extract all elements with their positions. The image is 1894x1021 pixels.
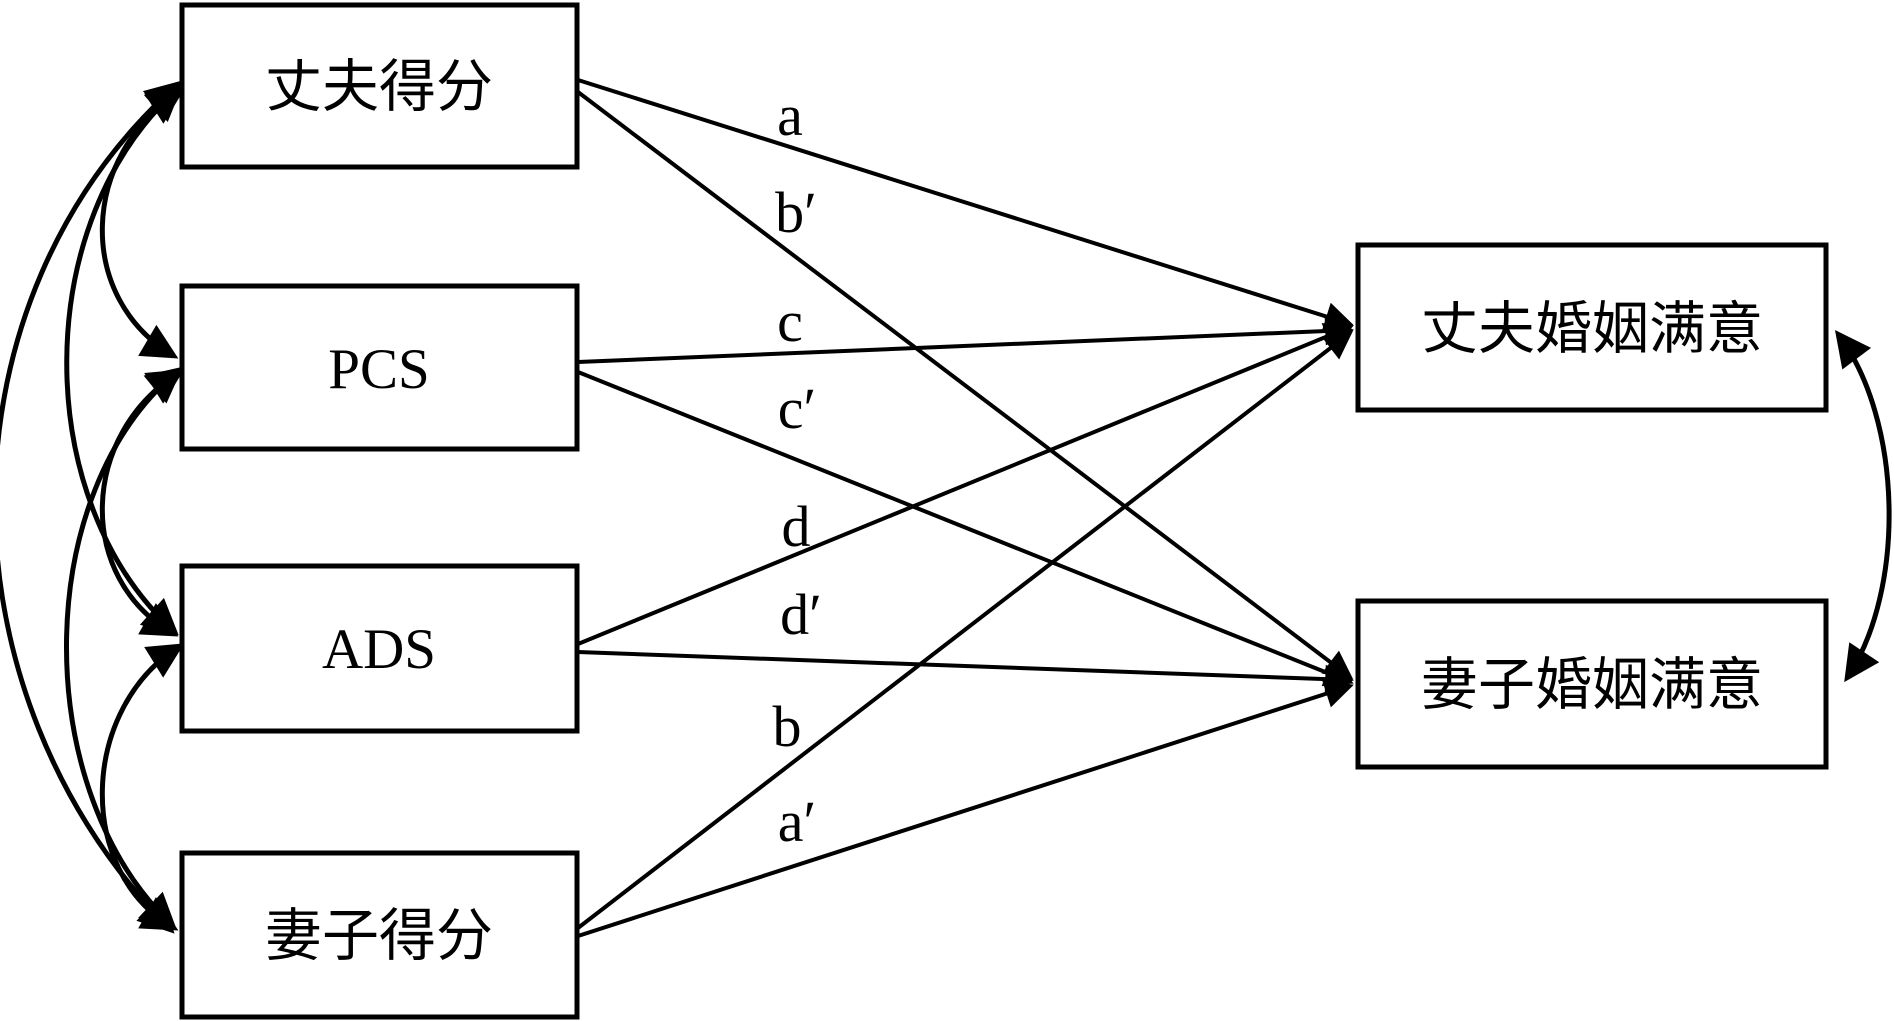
node-box-husband-score [179, 2, 580, 170]
corr-arc-pcs-wifescore [64, 366, 183, 930]
path-d-ads-to-husbandsat [577, 323, 1354, 646]
node-label-wife-score: 妻子得分 [265, 905, 493, 968]
label-c-prime: c′ [778, 376, 816, 441]
label-a-prime: a′ [778, 789, 816, 854]
correlation-arcs-left [0, 80, 185, 934]
left-node-ads: ADS [179, 563, 580, 734]
node-label-husband-marital-satisfaction: 丈夫婚姻满意 [1421, 298, 1763, 361]
label-a: a [777, 83, 803, 148]
corr-arc-ads-wifescore [99, 643, 185, 931]
path-a-husbandscore-to-husbandsat [577, 78, 1354, 331]
path-b-prime-husbandscore-to-wifesat [576, 90, 1354, 680]
label-b-prime: b′ [775, 180, 817, 245]
left-node-husband-score: 丈夫得分 [179, 2, 580, 170]
path-coefficient-labels: a b′ c c′ d d′ b a′ [773, 83, 822, 854]
node-label-husband-score: 丈夫得分 [265, 56, 493, 119]
node-label-pcs: PCS [328, 338, 429, 401]
corr-arc-husbandscore-wifescore [0, 80, 182, 934]
node-box-pcs [179, 283, 580, 452]
node-box-wife-score [179, 850, 580, 1020]
path-c-prime-pcs-to-wifesat [577, 370, 1354, 687]
node-box-husband-marital-satisfaction [1355, 242, 1829, 413]
left-node-pcs: PCS [179, 283, 580, 452]
node-box-ads [179, 563, 580, 734]
label-d: d [782, 494, 811, 559]
path-c-pcs-to-husbandsat [577, 316, 1355, 364]
path-a-prime-wifescore-to-wifesat [577, 679, 1354, 938]
right-node-husband-marital-satisfaction: 丈夫婚姻满意 [1355, 242, 1829, 413]
label-b: b [773, 694, 802, 759]
node-box-wife-marital-satisfaction [1355, 598, 1829, 770]
right-node-wife-marital-satisfaction: 妻子婚姻满意 [1355, 598, 1829, 770]
path-b-wifescore-to-husbandsat [576, 330, 1354, 930]
left-node-wife-score: 妻子得分 [179, 850, 580, 1020]
regression-paths [576, 78, 1355, 938]
label-c: c [777, 289, 803, 354]
node-label-wife-marital-satisfaction: 妻子婚姻满意 [1421, 654, 1763, 717]
path-d-prime-ads-to-wifesat [577, 650, 1355, 694]
corr-arc-husbandscore-ads [64, 84, 183, 636]
label-d-prime: d′ [780, 582, 822, 647]
corr-arc-husbandsat-wifesat [1834, 329, 1892, 683]
node-label-ads: ADS [322, 618, 436, 681]
